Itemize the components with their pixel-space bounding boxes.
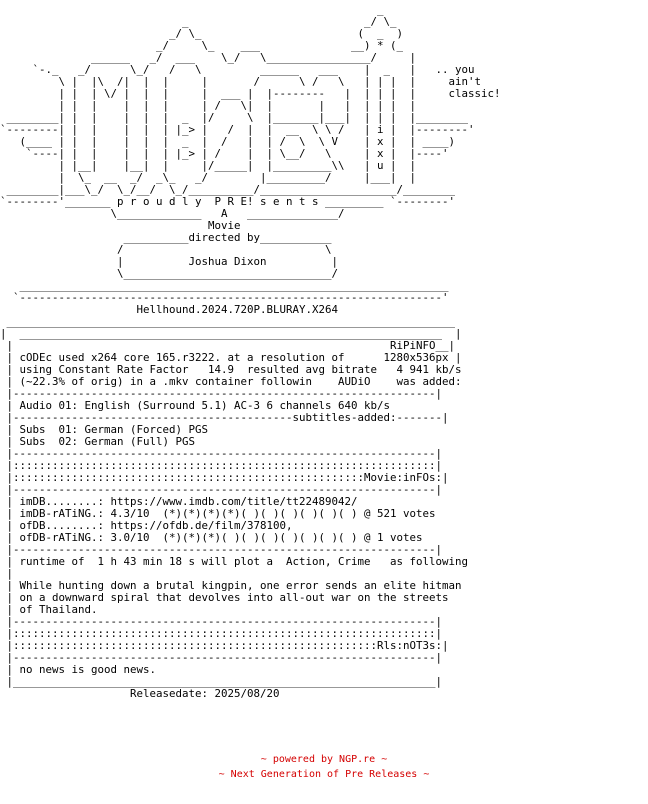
- ascii-art-line: Hellhound.2024.720P.BLURAY.X264: [0, 303, 339, 316]
- nfo-info-line: |---------------------------------------…: [0, 483, 443, 496]
- ascii-art-line: _ _/ \_: [0, 15, 397, 28]
- nfo-info-line: |---------------------------------------…: [0, 387, 443, 400]
- nfo-info-line: Releasedate: 2025/08/20: [0, 687, 280, 700]
- nfo-info-line: |---------------------------------------…: [0, 411, 449, 424]
- ascii-art-line: \ | |\ /| | | | / \ / \ | | | | ain't: [0, 75, 482, 88]
- ascii-art-line: | | | | | | | / \| | | | | | | |: [0, 99, 417, 112]
- ascii-art-line: | |__| |__| | |/_____| |_________\\ | u …: [0, 159, 417, 172]
- ascii-art-line: ________|___\_/ \_/__/ \_/__________/___…: [0, 183, 456, 196]
- ascii-art-line: _/ \_ ( _ ): [0, 27, 404, 40]
- nfo-info-line: |---------------------------------------…: [0, 615, 443, 628]
- ascii-art-line: ________| | | | | | _ |/ \ |_______|___|…: [0, 111, 469, 124]
- nfo-info-line: | imDB........: https://www.imdb.com/tit…: [0, 495, 358, 508]
- nfo-info-line: | using Constant Rate Factor 14.9 result…: [0, 363, 462, 376]
- nfo-info-line: | While hunting down a brutal kingpin, o…: [0, 579, 462, 592]
- ascii-art-line: `---------------------------------------…: [0, 291, 449, 304]
- nfo-info-line: |_______________________________________…: [0, 675, 443, 688]
- footer: ~ powered by NGP.re ~ ~ Next Generation …: [0, 752, 648, 782]
- ascii-art-line: `--------'_______ p r o u d l y P R E! s…: [0, 195, 456, 208]
- footer-powered-by: ~ powered by NGP.re ~: [260, 754, 388, 765]
- nfo-info-line: | ______________________________________…: [0, 327, 462, 340]
- nfo-info-line: | (~22.3% of orig) in a .mkv container f…: [0, 375, 462, 388]
- nfo-info-line: | Subs 01: German (Forced) PGS: [0, 423, 209, 436]
- nfo-info-line: |: [0, 567, 14, 580]
- nfo-info-line: |:::::::::::::::::::::::::::::::::::::::…: [0, 471, 449, 484]
- ascii-art-line: _: [0, 4, 384, 16]
- nfo-info-line: | Audio 01: English (Surround 5.1) AC-3 …: [0, 399, 391, 412]
- ascii-art-line: | | | \/ | | | | ___ | |-------- | | | |…: [0, 87, 501, 100]
- footer-tagline: ~ Next Generation of Pre Releases ~: [218, 769, 430, 780]
- nfo-info-line: | imDB-rATiNG.: 4.3/10 (*)(*)(*)(*)( )( …: [0, 507, 436, 520]
- nfo-info-line: | on a downward spiral that devolves int…: [0, 591, 449, 604]
- ascii-art-line: Movie: [0, 219, 241, 232]
- ascii-art-line: ______ _/ ___ \_/ \________________/ |: [0, 51, 417, 64]
- nfo-info-line: |---------------------------------------…: [0, 651, 443, 664]
- ascii-art-line: / \: [0, 243, 332, 256]
- nfo-info-line: |:::::::::::::::::::::::::::::::::::::::…: [0, 627, 443, 640]
- nfo-text-block: _ _ _/ \_ _/ \_ ( _ ) _/ \_ ___ __) * (_: [0, 4, 648, 700]
- ascii-art-line: (____ | | | | | | _ | / | | / \ \ V | x …: [0, 135, 456, 148]
- ascii-art-line: _/ \_ ___ __) * (_: [0, 39, 404, 52]
- nfo-info-line: | Subs 02: German (Full) PGS: [0, 435, 196, 448]
- nfo-info-line: ________________________________________…: [0, 315, 456, 328]
- nfo-info-line: | runtime of 1 h 43 min 18 s will plot a…: [0, 555, 469, 568]
- ascii-art-line: __________directed by___________: [0, 231, 332, 244]
- nfo-info-line: |:::::::::::::::::::::::::::::::::::::::…: [0, 639, 449, 652]
- nfo-info-line: |:::::::::::::::::::::::::::::::::::::::…: [0, 459, 443, 472]
- nfo-info-line: | cODEc used x264 core 165.r3222. at a r…: [0, 351, 462, 364]
- ascii-art-line: `--------| | | | | | |_> | / | | __ \ \ …: [0, 123, 475, 136]
- nfo-info-line: | no news is good news.: [0, 663, 157, 676]
- ascii-art-line: \_____________ A ______________/: [0, 207, 345, 220]
- nfo-info-line: |---------------------------------------…: [0, 447, 443, 460]
- ascii-art-line: | \_ __ _/ _\_ _/ |_________/ |___| |: [0, 171, 417, 184]
- ascii-art-line: `----| | | | | | |_> | / | | \__/ \ | x …: [0, 147, 449, 160]
- nfo-info-line: | of Thailand.: [0, 603, 98, 616]
- ascii-art-line: ________________________________________…: [0, 279, 449, 292]
- nfo-info-line: | RiPiNFO__|: [0, 339, 456, 352]
- ascii-art-line: \________________________________/: [0, 267, 339, 280]
- ascii-art-line: `-._ _/ \_/ / \ ______ ___ | _ | .. you: [0, 63, 475, 76]
- nfo-info-line: |---------------------------------------…: [0, 543, 443, 556]
- nfo-info-line: | ofDB-rATiNG.: 3.0/10 (*)(*)(*)( )( )( …: [0, 531, 423, 544]
- ascii-art-line: | Joshua Dixon |: [0, 255, 339, 268]
- nfo-info-line: | ofDB........: https://ofdb.de/film/378…: [0, 519, 293, 532]
